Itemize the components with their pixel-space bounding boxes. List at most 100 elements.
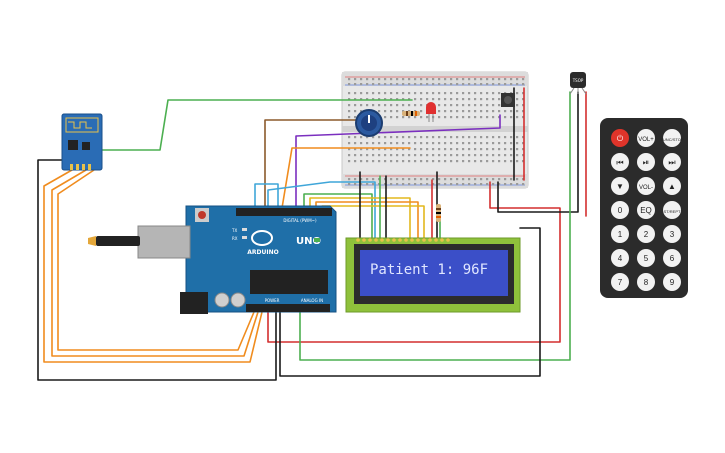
breadboard-hole[interactable] [492,142,495,145]
breadboard-hole[interactable] [504,154,507,157]
breadboard-rail-hole[interactable] [456,183,459,186]
breadboard-hole[interactable] [420,160,423,163]
breadboard-hole[interactable] [450,116,453,119]
breadboard-rail-hole[interactable] [516,78,519,81]
breadboard-hole[interactable] [486,154,489,157]
lcd-pin[interactable] [416,238,420,242]
breadboard-hole[interactable] [420,98,423,101]
breadboard-hole[interactable] [462,154,465,157]
lcd-pin[interactable] [398,238,402,242]
breadboard-hole[interactable] [384,154,387,157]
breadboard-hole[interactable] [444,92,447,95]
esp8266-module[interactable] [61,113,103,171]
breadboard-hole[interactable] [372,104,375,107]
breadboard-hole[interactable] [426,148,429,151]
breadboard-hole[interactable] [396,104,399,107]
breadboard-rail-hole[interactable] [498,83,501,86]
breadboard-hole[interactable] [474,148,477,151]
lcd-pin[interactable] [374,238,378,242]
breadboard-hole[interactable] [414,98,417,101]
breadboard-hole[interactable] [426,98,429,101]
breadboard-hole[interactable] [468,148,471,151]
breadboard-hole[interactable] [462,136,465,139]
breadboard-rail-hole[interactable] [378,78,381,81]
breadboard-hole[interactable] [444,136,447,139]
breadboard-hole[interactable] [498,116,501,119]
breadboard-hole[interactable] [396,98,399,101]
wire-green-esp[interactable] [99,99,413,151]
breadboard-hole[interactable] [456,148,459,151]
breadboard-hole[interactable] [444,98,447,101]
breadboard-rail-hole[interactable] [516,183,519,186]
breadboard-hole[interactable] [438,104,441,107]
breadboard-rail-hole[interactable] [420,83,423,86]
wire-lcd-yellow2[interactable] [321,205,425,239]
wire-orange-esp-1[interactable] [43,169,263,363]
breadboard-hole[interactable] [402,110,405,113]
breadboard-rail-hole[interactable] [498,183,501,186]
breadboard-hole[interactable] [498,110,501,113]
breadboard-hole[interactable] [516,98,519,101]
breadboard-rail-hole[interactable] [408,178,411,181]
breadboard-hole[interactable] [372,148,375,151]
breadboard-hole[interactable] [420,148,423,151]
breadboard-rail-hole[interactable] [426,178,429,181]
breadboard-hole[interactable] [504,116,507,119]
breadboard-rail-hole[interactable] [366,178,369,181]
lcd-pin[interactable] [386,238,390,242]
breadboard-rail-hole[interactable] [438,183,441,186]
breadboard-hole[interactable] [360,154,363,157]
breadboard-hole[interactable] [498,148,501,151]
wire-black-loop[interactable] [37,159,277,381]
breadboard-hole[interactable] [522,92,525,95]
breadboard-hole[interactable] [390,104,393,107]
breadboard-hole[interactable] [516,104,519,107]
lcd-pin[interactable] [440,238,444,242]
breadboard-hole[interactable] [390,98,393,101]
breadboard-hole[interactable] [468,136,471,139]
breadboard-hole[interactable] [522,154,525,157]
breadboard-rail-hole[interactable] [492,78,495,81]
breadboard-hole[interactable] [468,92,471,95]
breadboard-rail-hole[interactable] [462,178,465,181]
breadboard-rail-hole[interactable] [390,78,393,81]
breadboard-hole[interactable] [432,142,435,145]
breadboard-hole[interactable] [372,142,375,145]
breadboard-hole[interactable] [480,136,483,139]
breadboard-hole[interactable] [498,142,501,145]
breadboard-hole[interactable] [396,148,399,151]
breadboard-hole[interactable] [354,154,357,157]
breadboard-hole[interactable] [522,116,525,119]
breadboard-hole[interactable] [480,116,483,119]
breadboard-hole[interactable] [360,148,363,151]
breadboard-rail-hole[interactable] [450,83,453,86]
breadboard-hole[interactable] [468,142,471,145]
breadboard-rail-hole[interactable] [426,183,429,186]
lcd-pin[interactable] [368,238,372,242]
breadboard-hole[interactable] [348,154,351,157]
breadboard-rail-hole[interactable] [522,83,525,86]
breadboard-hole[interactable] [438,154,441,157]
breadboard-hole[interactable] [396,154,399,157]
breadboard-hole[interactable] [480,92,483,95]
breadboard-hole[interactable] [462,98,465,101]
wire-lcd-orange[interactable] [315,201,419,239]
breadboard-hole[interactable] [468,98,471,101]
breadboard-hole[interactable] [384,148,387,151]
breadboard-rail-hole[interactable] [504,183,507,186]
breadboard-hole[interactable] [480,148,483,151]
power-button[interactable]: ⏻ [611,129,629,147]
breadboard-hole[interactable] [396,142,399,145]
breadboard-hole[interactable] [486,92,489,95]
remote-button-vol-[interactable]: VOL- [637,177,655,195]
breadboard-rail-hole[interactable] [504,83,507,86]
breadboard-rail-hole[interactable] [426,83,429,86]
breadboard-rail-hole[interactable] [384,178,387,181]
breadboard-rail-hole[interactable] [504,78,507,81]
lcd-pin[interactable] [428,238,432,242]
breadboard-rail-hole[interactable] [444,183,447,186]
breadboard-rail-hole[interactable] [474,178,477,181]
breadboard-hole[interactable] [462,148,465,151]
breadboard-hole[interactable] [414,104,417,107]
breadboard-hole[interactable] [456,104,459,107]
